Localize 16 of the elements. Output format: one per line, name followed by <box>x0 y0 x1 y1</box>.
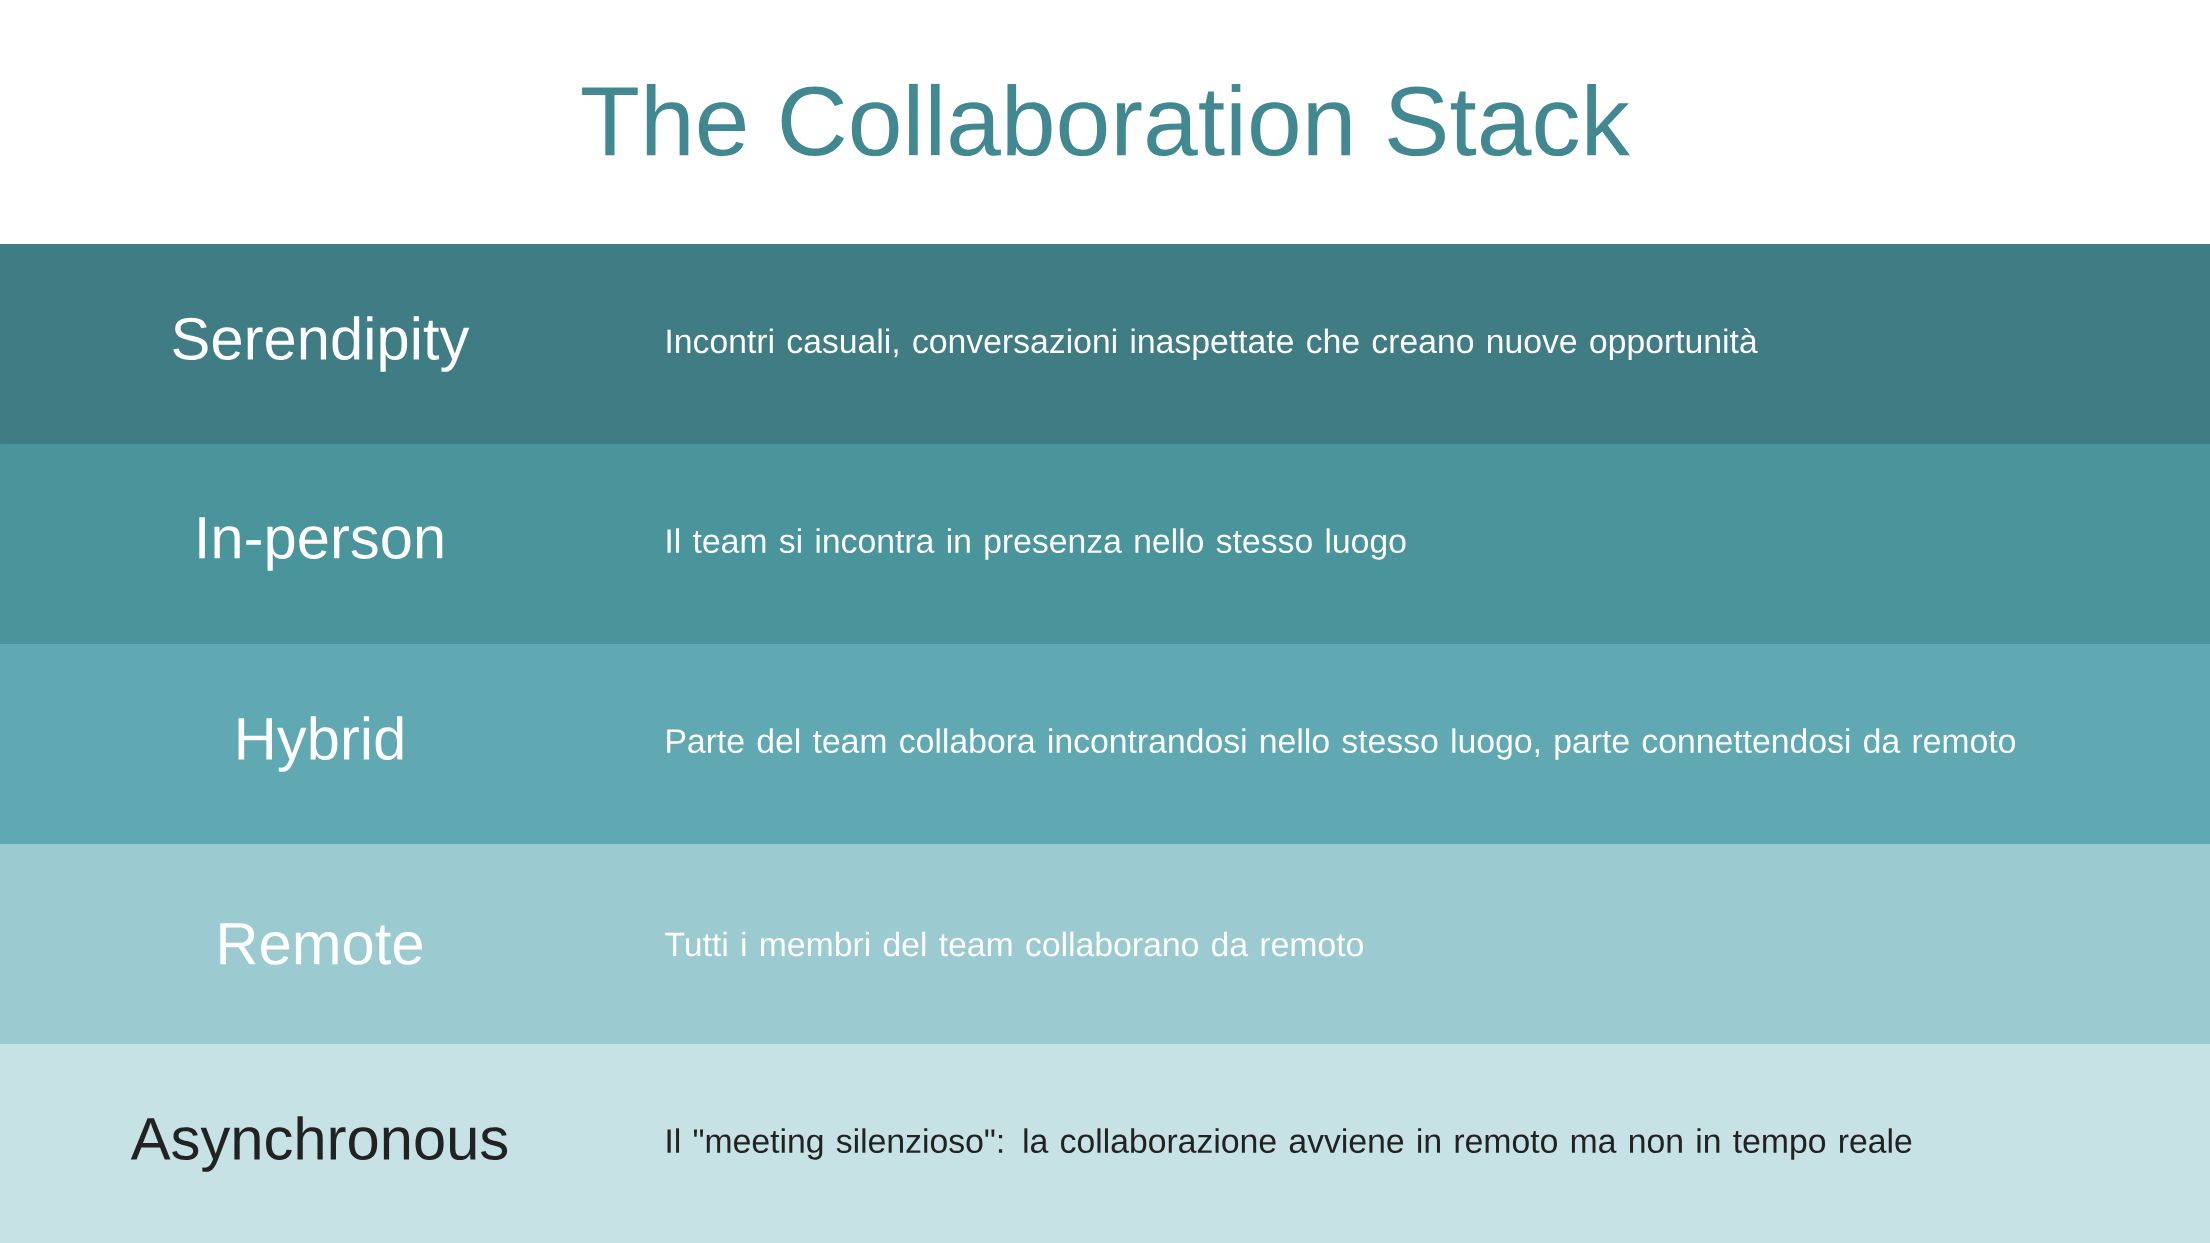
band-heading: Serendipity <box>173 316 470 372</box>
band <box>0 844 2210 1044</box>
description-text: Parte del team collabora incontrandosi nello stesso luogo, parte connettendosi da remoto <box>667 728 2016 760</box>
band <box>0 244 2210 444</box>
description-text: Tutti i membri del team collaborano da remoto <box>665 931 1363 957</box>
band <box>0 444 2210 644</box>
title: The Collaboration Stack <box>582 83 1630 157</box>
band-heading: Hybrid <box>238 716 403 772</box>
band-heading: Asynchronous <box>130 1116 508 1172</box>
band-heading: In-person <box>199 517 443 571</box>
description-text: Il team si incontra in presenza nello stesso luogo <box>667 528 1406 560</box>
description-text: Il "meeting silenzioso": la collaborazione avviene in remoto ma non in tempo reale <box>667 1128 1912 1160</box>
description-text: Incontri casuali, conversazioni inaspettate che creano nuove opportunità <box>667 328 1758 360</box>
band-heading: Remote <box>220 923 422 965</box>
band <box>0 644 2210 844</box>
band <box>0 1044 2210 1243</box>
